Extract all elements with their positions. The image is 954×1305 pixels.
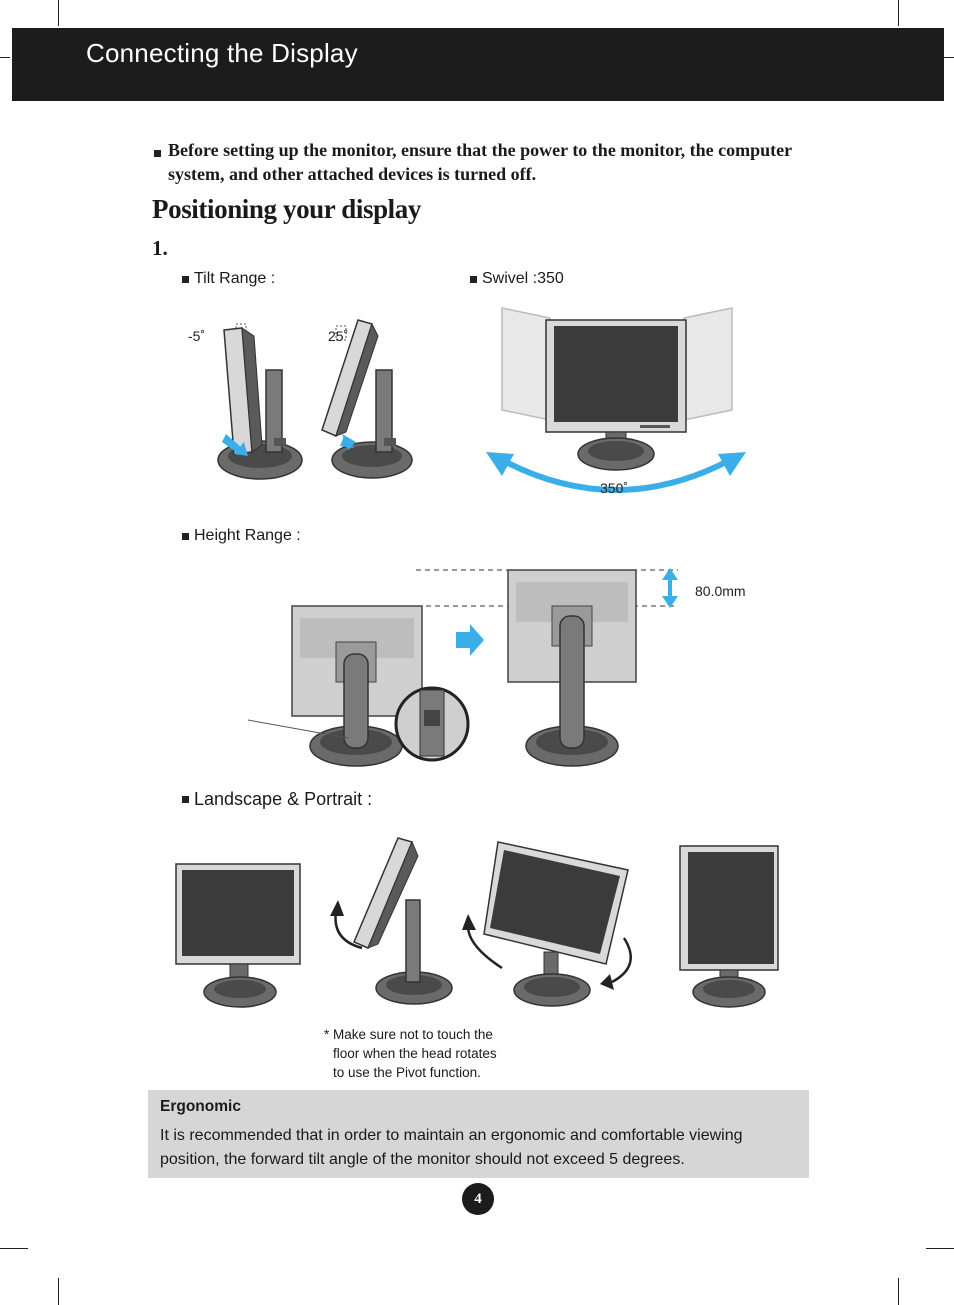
pivot-note-line: * Make sure not to touch the [324, 1027, 493, 1042]
swivel-angle: 350˚ [600, 480, 628, 496]
tilt-angle-max: 25˚ [328, 328, 348, 344]
tilt-range-text: Tilt Range : [194, 270, 276, 287]
swivel-text: Swivel :350 [482, 270, 564, 287]
crop-mark [926, 1248, 954, 1249]
bullet-icon [182, 275, 189, 283]
step-number: 1. [152, 236, 168, 260]
header-bar [12, 28, 944, 101]
pivot-text: Landscape & Portrait : [194, 789, 373, 809]
section-title: Positioning your display [152, 194, 421, 224]
bullet-icon [470, 275, 477, 283]
crop-mark [0, 57, 10, 58]
page-number: 4 [462, 1183, 494, 1215]
tilt-monitor-forward [321, 319, 413, 479]
height-arrow-icon [662, 568, 678, 608]
pivot-note-line: floor when the head rotates [333, 1046, 497, 1061]
bullet-icon [182, 796, 189, 803]
ergonomic-text: It is recommended that in order to maint… [160, 1127, 743, 1168]
crop-mark [898, 1278, 899, 1305]
pivot-figure [175, 837, 779, 1008]
bullet-icon [154, 150, 161, 157]
swivel-label: Swivel :350 [470, 270, 564, 288]
crop-mark [58, 1278, 59, 1305]
page-title: Connecting the Display [86, 38, 358, 68]
height-figure: 80.0mm [248, 568, 746, 767]
ergonomic-title: Ergonomic [160, 1098, 241, 1115]
rotate-arrow-icon [334, 911, 363, 950]
crop-mark [944, 57, 954, 58]
tilt-monitor-back [217, 323, 303, 480]
bullet-icon [182, 532, 189, 540]
height-range-text: Height Range : [194, 527, 301, 544]
height-value: 80.0mm [695, 583, 746, 599]
power-warning-text: Before setting up the monitor, ensure th… [168, 140, 792, 184]
rotate-arrow-icon [611, 937, 632, 984]
pivot-note: * Make sure not to touch the floor when … [324, 1025, 524, 1082]
pivot-label: Landscape & Portrait : [182, 789, 372, 810]
ergonomic-box: Ergonomic It is recommended that in orde… [148, 1090, 809, 1178]
height-range-label: Height Range : [182, 527, 301, 545]
power-warning: Before setting up the monitor, ensure th… [152, 138, 812, 186]
tilt-figure: -5˚ 25˚ [188, 319, 413, 480]
arrow-right-icon [456, 624, 484, 656]
crop-mark [898, 0, 899, 26]
swivel-figure: 350˚ [486, 307, 746, 496]
pivot-note-line: to use the Pivot function. [333, 1065, 481, 1080]
tilt-range-label: Tilt Range : [182, 270, 275, 288]
swivel-arc-icon [500, 457, 732, 493]
tilt-angle-min: -5˚ [188, 328, 205, 344]
crop-mark [0, 1248, 28, 1249]
crop-mark [58, 0, 59, 26]
